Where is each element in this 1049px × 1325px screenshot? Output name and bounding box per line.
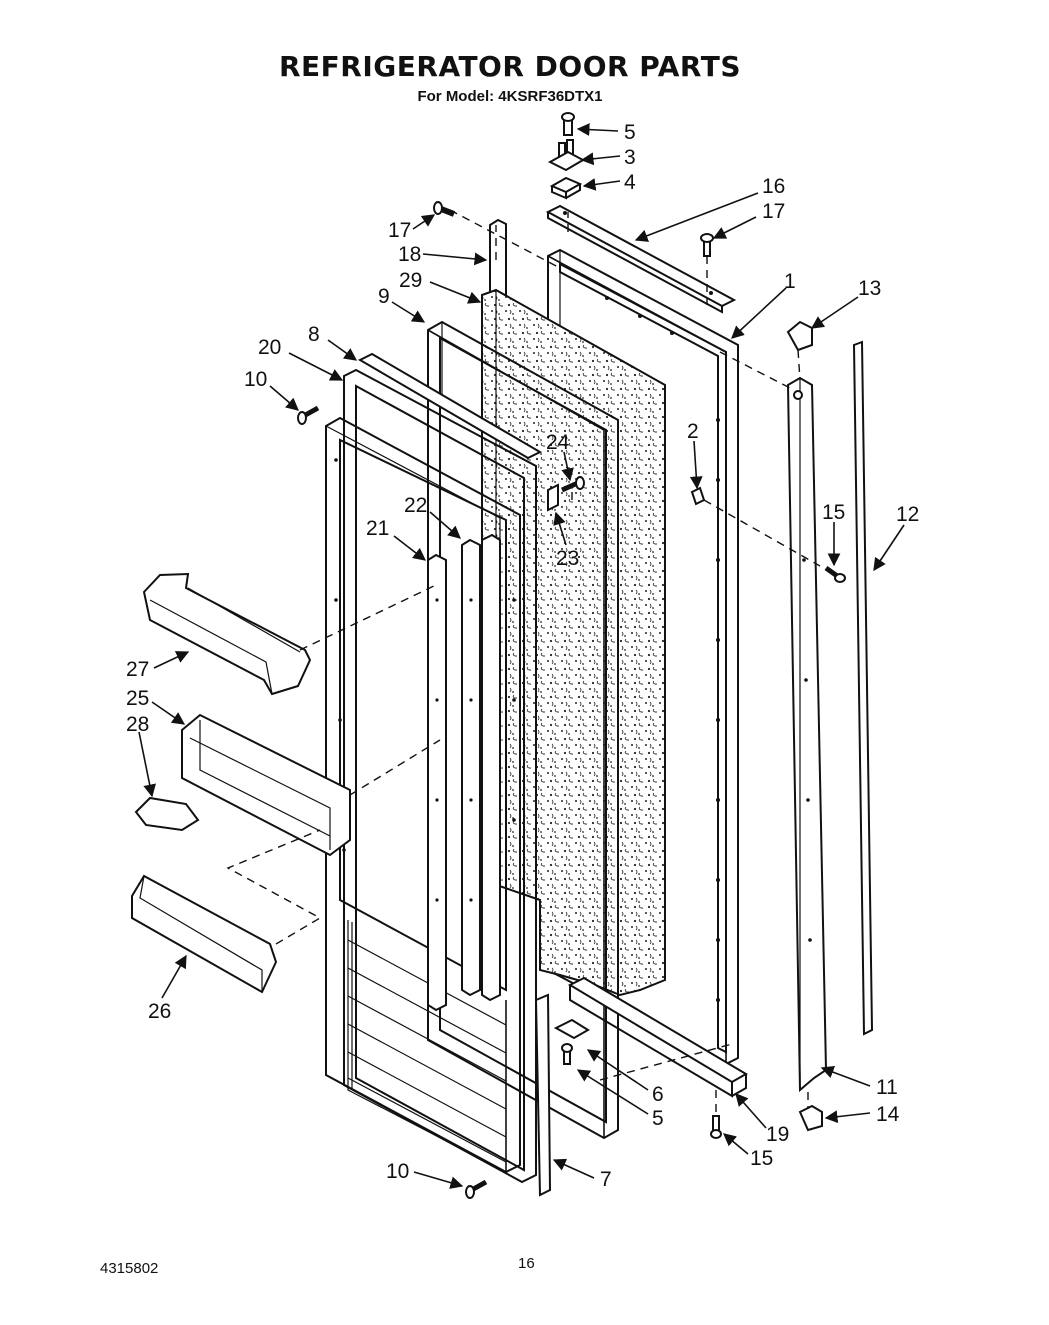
callout-29: 29 <box>399 269 422 292</box>
door-liner <box>325 416 521 1174</box>
hinge-side-rail <box>786 376 828 1093</box>
callout-16: 16 <box>762 175 785 198</box>
callout-19: 19 <box>766 1123 789 1146</box>
model-subtitle: For Model: 4KSRF36DTX1 <box>417 88 603 105</box>
screw-15-lower <box>710 1115 722 1139</box>
callout-2: 2 <box>687 420 699 443</box>
screw-17-right <box>700 233 714 257</box>
callout-4: 4 <box>624 171 636 194</box>
shelf-rails <box>427 533 501 1012</box>
screw-24 <box>560 476 585 493</box>
callout-12: 12 <box>896 503 919 526</box>
hinge-bottom <box>553 1018 590 1040</box>
dairy-door <box>134 796 200 832</box>
callout-5-bottom: 5 <box>652 1107 664 1130</box>
callout-17-left: 17 <box>388 219 411 242</box>
document-number: 4315802 <box>100 1260 159 1277</box>
foam-insulation <box>481 288 666 997</box>
callout-25: 25 <box>126 687 149 710</box>
callout-11: 11 <box>876 1076 898 1099</box>
door-bin <box>142 572 312 696</box>
screw-top <box>561 112 575 136</box>
bottom-bracket <box>567 976 748 1098</box>
clip-2 <box>690 486 706 506</box>
screw-17-left <box>433 201 456 217</box>
callout-13: 13 <box>858 277 881 300</box>
hinge-pin <box>547 139 586 172</box>
strip-18 <box>489 218 507 302</box>
callout-10-lower: 10 <box>386 1160 409 1183</box>
callout-21: 21 <box>366 517 389 540</box>
callout-1: 1 <box>784 270 796 293</box>
callout-18: 18 <box>398 243 421 266</box>
callout-10-upper: 10 <box>244 368 267 391</box>
callout-15-upper: 15 <box>822 501 845 524</box>
callout-27: 27 <box>126 658 149 681</box>
callout-9: 9 <box>378 285 390 308</box>
callout-8: 8 <box>308 323 320 346</box>
screw-10-upper <box>297 405 320 425</box>
trim-7 <box>534 993 552 1197</box>
top-strip <box>545 204 737 314</box>
callout-28: 28 <box>126 713 149 736</box>
callout-20: 20 <box>258 336 281 359</box>
callout-leaders <box>138 123 905 1189</box>
lower-bin <box>131 874 278 994</box>
callout-22: 22 <box>404 494 427 517</box>
callout-15-lower: 15 <box>750 1147 773 1170</box>
dairy-compartment <box>181 713 351 857</box>
cap-14 <box>798 1104 823 1132</box>
callout-24: 24 <box>546 431 570 454</box>
screw-10-lower <box>465 1179 488 1199</box>
strip-12 <box>852 340 874 1036</box>
callout-26: 26 <box>148 1000 171 1023</box>
page-number: 16 <box>518 1255 535 1272</box>
bracket-23 <box>547 483 559 512</box>
screw-15-upper <box>824 565 846 583</box>
callout-3: 3 <box>624 146 636 169</box>
callout-5-top: 5 <box>624 121 636 144</box>
callout-17-right: 17 <box>762 200 785 223</box>
hinge-bracket <box>549 176 583 200</box>
top-gasket-rail <box>357 352 543 460</box>
cap-13 <box>786 320 813 352</box>
callout-6: 6 <box>652 1083 664 1106</box>
callout-23: 23 <box>556 547 579 570</box>
callout-7: 7 <box>600 1168 612 1191</box>
page-title: REFRIGERATOR DOOR PARTS <box>278 50 741 83</box>
callout-14: 14 <box>876 1103 900 1126</box>
screw-5-bottom <box>561 1043 573 1065</box>
